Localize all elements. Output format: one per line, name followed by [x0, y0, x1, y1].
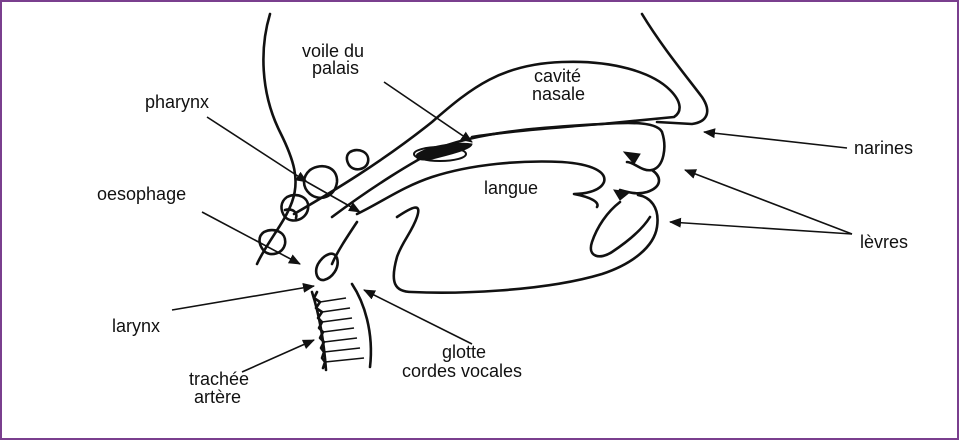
- lower-jaw-outline: [394, 195, 658, 293]
- nose-outline: [642, 14, 707, 124]
- label-glotte-line2: cordes vocales: [402, 361, 522, 381]
- arrow-voile: [384, 82, 472, 142]
- arrow-pharynx: [207, 117, 307, 182]
- label-glotte-line1: glotte: [442, 342, 486, 362]
- arrow-trachee: [242, 340, 314, 372]
- pharynx-back-wall: [257, 14, 296, 264]
- label-larynx: larynx: [112, 316, 160, 336]
- labels: voile du palais cavité nasale pharynx oe…: [97, 41, 913, 407]
- trachea-rings: [314, 292, 364, 368]
- velum-shape: [414, 143, 472, 161]
- leader-lines: [172, 82, 852, 372]
- label-trachee-line2: artère: [194, 387, 241, 407]
- arrow-narines: [704, 132, 847, 148]
- palate-outline: [332, 123, 664, 217]
- tongue-outline: [357, 162, 604, 214]
- lower-lip-outline: [591, 202, 650, 256]
- label-voile-line2: palais: [312, 58, 359, 78]
- label-pharynx: pharynx: [145, 92, 209, 112]
- label-cavite-line1: cavité: [534, 66, 581, 86]
- label-narines: narines: [854, 138, 913, 158]
- upper-lip-outline: [620, 170, 659, 193]
- label-langue: langue: [484, 178, 538, 198]
- label-oesophage: oesophage: [97, 184, 186, 204]
- arrow-larynx: [172, 286, 314, 310]
- lower-teeth: [614, 190, 630, 200]
- trachea-front-wall: [352, 284, 371, 367]
- label-cavite-line2: nasale: [532, 84, 585, 104]
- arrow-glotte: [364, 290, 472, 344]
- label-levres: lèvres: [860, 232, 908, 252]
- label-trachee-line1: trachée: [189, 369, 249, 389]
